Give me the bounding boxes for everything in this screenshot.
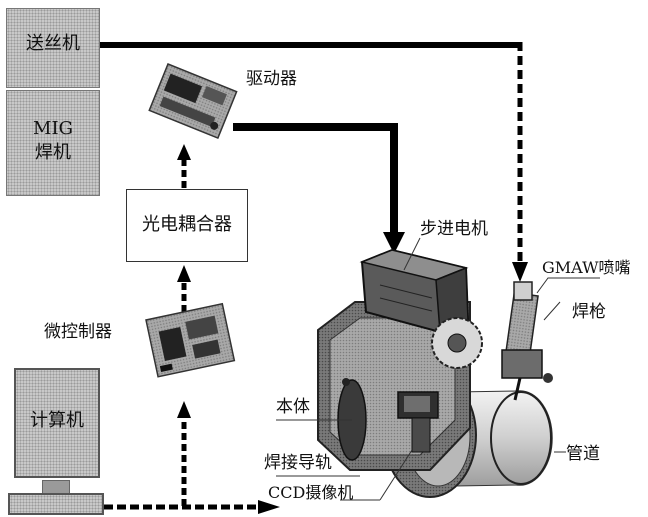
torch-assembly	[502, 282, 553, 400]
ccd-camera-label: CCD摄像机	[268, 483, 353, 503]
microcontroller-label: 微控制器	[44, 322, 112, 342]
welding-rail-label: 焊接导轨	[264, 453, 332, 473]
gmaw-nozzle-label: GMAW喷嘴	[542, 258, 631, 278]
micro-to-opto-arrow	[177, 265, 191, 312]
microcontroller-board	[146, 304, 234, 377]
driver-label: 驱动器	[246, 69, 297, 89]
stepper-motor-label: 步进电机	[420, 219, 488, 239]
computer-to-micro-arrow	[177, 401, 191, 506]
pipe-opening	[491, 392, 551, 484]
welding-machine	[318, 250, 553, 497]
computer-to-ccd-arrow	[104, 500, 280, 514]
driver-board	[149, 64, 236, 138]
pipe-label: 管道	[566, 444, 600, 464]
welding-torch-label: 焊枪	[572, 302, 606, 322]
opto-to-driver-arrow	[177, 144, 191, 188]
driver-to-motor-line	[233, 123, 405, 254]
body-label: 本体	[276, 397, 310, 417]
